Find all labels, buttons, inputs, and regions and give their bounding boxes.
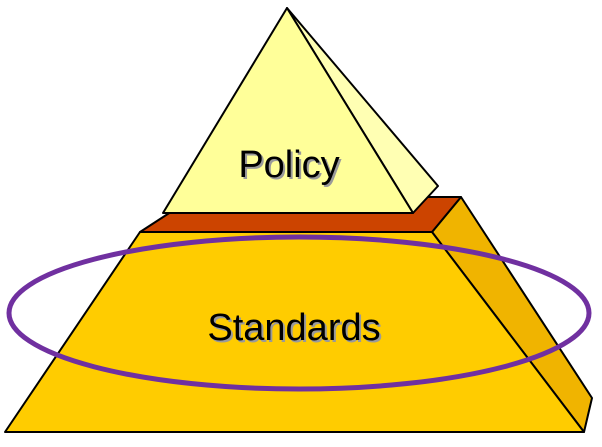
standards-highlight-ellipse [6,234,592,392]
policy-label: Policy [238,144,339,186]
standards-label: Standards [207,307,380,349]
standards-label-shadow: Standards [209,309,382,351]
policy-label-shadow: Policy [240,146,341,188]
policy-pyramid-front-face [162,7,414,214]
